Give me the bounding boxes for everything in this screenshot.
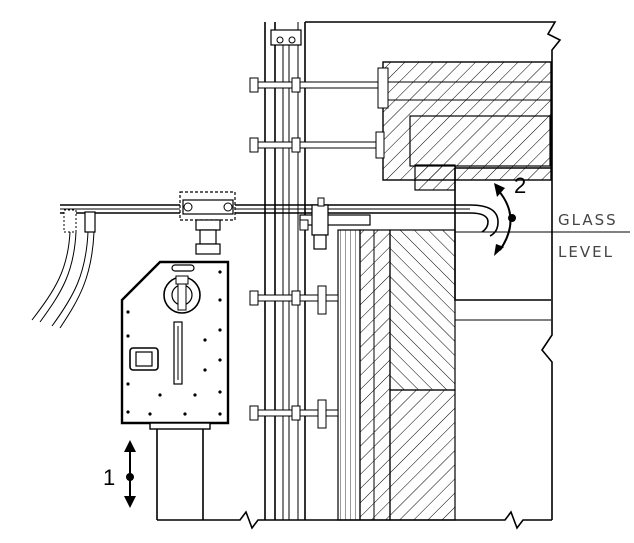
sidewall-block-1 [337, 229, 361, 521]
hoses [31, 209, 96, 329]
tie-rods [249, 67, 389, 429]
sidewall-block-3 [389, 229, 456, 391]
cabinet-bolts [126, 270, 222, 416]
probe-tube [60, 191, 499, 250]
control-cabinet [120, 219, 230, 520]
steel-columns [264, 22, 302, 520]
vertical-motion-arrow [124, 440, 136, 508]
sidewall-block-4 [389, 389, 456, 521]
rotation-arrow [494, 183, 516, 256]
marker-2-label: 2 [514, 173, 526, 198]
level-label: LEVEL [558, 243, 614, 261]
marker-1-label: 1 [103, 465, 115, 490]
sidewall-block-2 [359, 229, 391, 521]
furnace-wall [297, 21, 630, 521]
ground-line [157, 510, 552, 530]
glass-label: GLASS [558, 211, 618, 229]
